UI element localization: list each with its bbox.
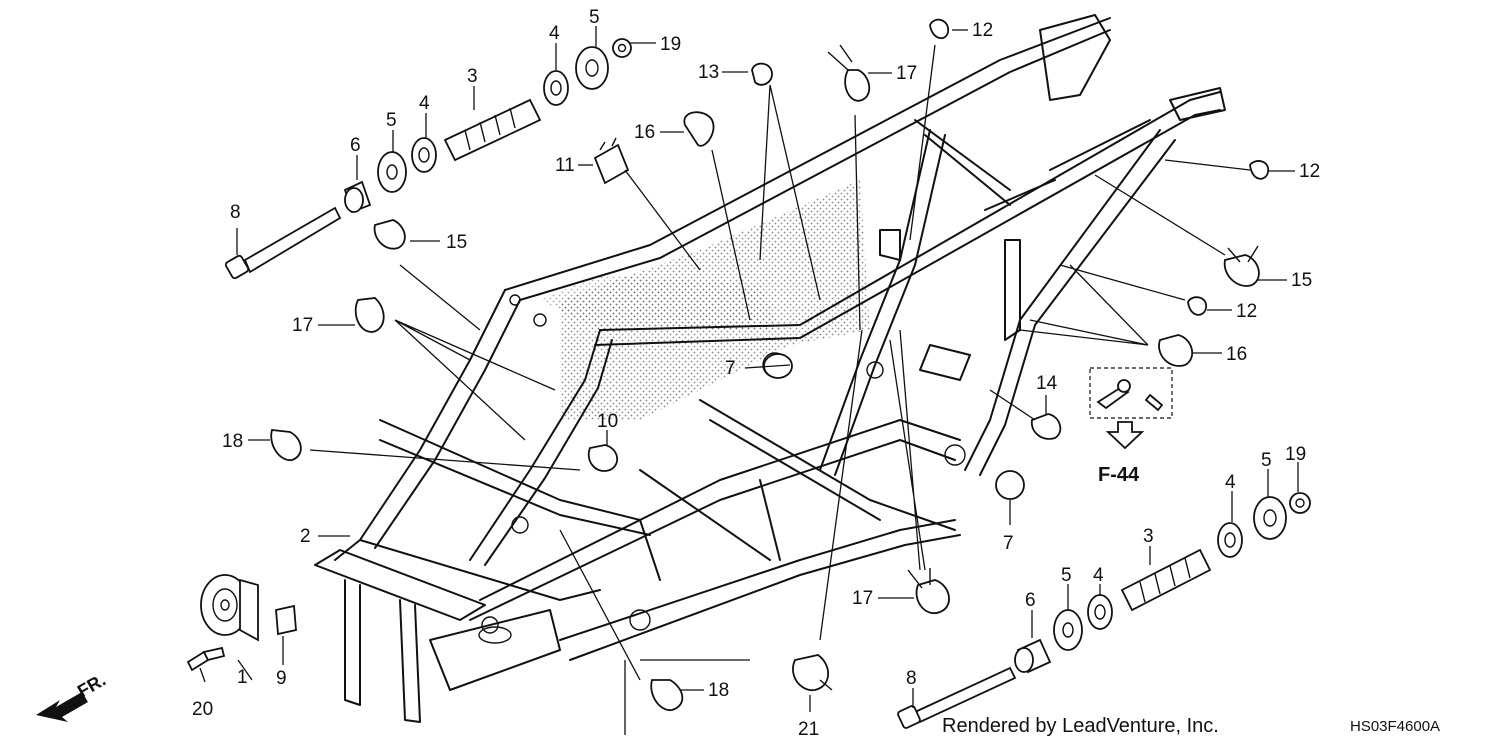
drawing-id: HS03F4600A xyxy=(1350,718,1440,735)
callout-1: 1 xyxy=(237,667,248,688)
callout-7-right: 7 xyxy=(1003,533,1014,554)
callout-19-lower: 19 xyxy=(1285,444,1306,465)
callout-4-lower-right: 4 xyxy=(1225,472,1236,493)
bearing-part-upper-left xyxy=(411,137,437,173)
callout-9: 9 xyxy=(276,668,287,689)
callout-4-upper-left: 4 xyxy=(419,93,430,114)
callout-18-left: 18 xyxy=(222,431,243,452)
bushing-part-lower-left xyxy=(1053,609,1083,651)
callout-4-lower-left: 4 xyxy=(1093,565,1104,586)
clip-part-14 xyxy=(1030,413,1062,440)
callout-13: 13 xyxy=(698,62,719,83)
callout-15-left: 15 xyxy=(446,232,467,253)
bolt-part-20 xyxy=(186,646,226,672)
callout-17-upper: 17 xyxy=(896,63,917,84)
bearing-part-lower-right xyxy=(1217,522,1243,558)
callout-5-upper-left: 5 xyxy=(386,110,397,131)
pivot-shaft-part-upper xyxy=(443,98,542,162)
bolt-part-upper xyxy=(224,206,342,280)
callout-5-lower-right: 5 xyxy=(1261,450,1272,471)
callout-14: 14 xyxy=(1036,373,1058,394)
callout-3-upper: 3 xyxy=(467,66,478,87)
cap-part-7-right xyxy=(995,470,1025,500)
callout-6-lower: 6 xyxy=(1025,590,1036,611)
callout-5-lower-left: 5 xyxy=(1061,565,1072,586)
callout-labels: 1 2 3 3 4 4 4 4 5 5 5 5 6 6 7 7 8 8 9 xyxy=(192,7,1320,740)
callout-2: 2 xyxy=(300,526,311,547)
collar-part-upper xyxy=(343,180,372,214)
clip-part-13 xyxy=(751,62,773,86)
bushing-part-lower-right xyxy=(1253,496,1287,540)
callout-6-upper: 6 xyxy=(350,135,361,156)
clamp-part-21 xyxy=(792,654,833,691)
ground-terminal-part xyxy=(1089,367,1173,419)
callout-17-left: 17 xyxy=(292,315,313,336)
collar-part-lower xyxy=(1014,638,1052,674)
clip-part-18-lower xyxy=(650,679,684,711)
callout-15-right: 15 xyxy=(1291,270,1312,291)
grommet-part-10 xyxy=(587,444,619,472)
callout-19-upper: 19 xyxy=(660,34,681,55)
bushing-part-upper-right xyxy=(575,46,609,90)
leader-lines xyxy=(309,44,1251,735)
reference-arrow xyxy=(1105,421,1145,450)
bushing-part-upper-left xyxy=(377,151,407,193)
callout-18-lower: 18 xyxy=(708,680,729,701)
callout-4-upper-right: 4 xyxy=(549,23,560,44)
clamp-part-17-lower xyxy=(907,568,950,615)
horn-part xyxy=(200,574,259,642)
frame-body xyxy=(314,14,1226,723)
callout-21: 21 xyxy=(798,719,819,740)
clamp-part-16-upper xyxy=(683,111,715,147)
clamp-part-15-left xyxy=(373,219,406,250)
bolt-part-lower xyxy=(897,666,1017,729)
clip-part-12-top xyxy=(929,18,949,40)
clip-part-12-right-upper xyxy=(1249,160,1269,180)
connector-part xyxy=(593,137,630,185)
callout-20: 20 xyxy=(192,699,213,720)
clamp-part-17-left xyxy=(354,297,385,333)
callout-3-lower: 3 xyxy=(1143,526,1154,547)
callout-17-lower: 17 xyxy=(852,588,873,609)
bearing-part-lower-left xyxy=(1087,594,1113,630)
callout-7-center: 7 xyxy=(725,358,736,379)
clip-part-9 xyxy=(275,604,297,636)
footer-credit: Rendered by LeadVenture, Inc. xyxy=(942,715,1219,737)
bearing-part-upper-right xyxy=(543,70,569,106)
callout-12-top: 12 xyxy=(972,20,993,41)
clamp-part-16-right xyxy=(1158,334,1194,367)
pivot-shaft-part-lower xyxy=(1120,548,1212,612)
callout-11: 11 xyxy=(555,155,575,176)
callout-8-upper: 8 xyxy=(230,202,241,223)
callout-12-right-upper: 12 xyxy=(1299,161,1320,182)
callout-10: 10 xyxy=(597,411,618,432)
clip-part-18-left xyxy=(270,429,302,461)
callout-16-upper: 16 xyxy=(634,122,655,143)
callout-5-upper-right: 5 xyxy=(589,7,600,28)
callout-8-lower: 8 xyxy=(906,668,917,689)
front-direction-arrow xyxy=(36,692,88,722)
nut-part-lower xyxy=(1289,492,1311,514)
clamp-part-15-right xyxy=(1223,245,1260,287)
callout-12-right-middle: 12 xyxy=(1236,301,1257,322)
clamp-part-17-upper xyxy=(827,44,871,102)
callout-16-right: 16 xyxy=(1226,344,1247,365)
clip-part-12-right-middle xyxy=(1187,296,1207,316)
reference-code: F-44 xyxy=(1098,464,1140,486)
nut-part-upper xyxy=(612,38,632,58)
